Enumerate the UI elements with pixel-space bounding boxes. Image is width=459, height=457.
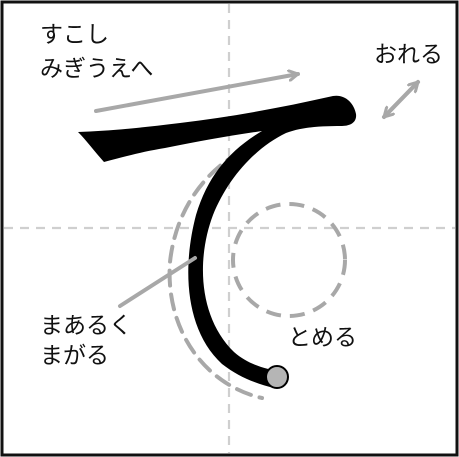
- brush-stroke-te: [78, 95, 357, 389]
- bend-arrow-up-right: [382, 80, 420, 119]
- bidirectional-diagonal-arrow-icon: [382, 80, 420, 119]
- label-curve-line1: まあるく: [40, 313, 132, 339]
- label-curve-line2: まがる: [40, 343, 109, 369]
- curve-guide-dashed: [167, 150, 264, 400]
- label-rise-line1: すこし: [40, 22, 109, 48]
- curve-leader-line: [118, 256, 197, 308]
- stop-point-dot: [265, 365, 289, 389]
- stop-guide-circle: [231, 202, 347, 318]
- label-stop: とめる: [288, 325, 357, 351]
- arrow-right-icon: [94, 74, 300, 113]
- label-bend: おれる: [374, 42, 443, 68]
- label-rise-line2: みぎうえへ: [40, 56, 153, 82]
